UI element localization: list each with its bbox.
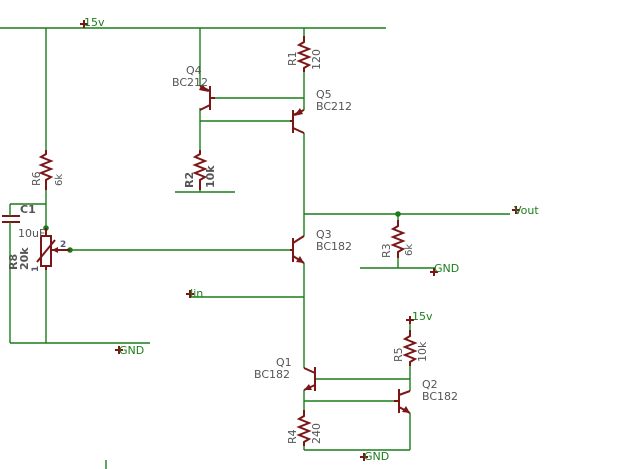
ground-symbol-left: [115, 346, 123, 354]
net-label-vout: Vout: [514, 204, 539, 217]
supply-symbol-top: [80, 20, 88, 28]
net-label-iin: Iin: [190, 287, 203, 300]
resistor-r2[interactable]: R2 10k: [183, 150, 217, 190]
r8-pin-1: 1: [31, 266, 41, 272]
net-label-gnd-r3: GND: [434, 262, 459, 275]
r4-value: 240: [310, 423, 323, 444]
net-label-15v-q2: 15v: [412, 310, 433, 323]
q1-ref: Q1: [276, 356, 292, 369]
r2-value: 10k: [204, 165, 217, 188]
input-symbol-iin: [186, 290, 194, 298]
potentiometer-r8[interactable]: R8 20k 2 1: [7, 228, 70, 272]
ground-symbol-bottom: [360, 453, 368, 461]
net-label-15v-top: 15v: [84, 16, 105, 29]
resistor-r1[interactable]: R1 120: [286, 36, 323, 72]
wires: [0, 27, 510, 469]
resistor-r6[interactable]: R6 6k: [30, 150, 65, 190]
output-symbol-vout: [512, 206, 520, 214]
q1-value: BC182: [254, 368, 290, 381]
capacitor-c1[interactable]: C1 10uF: [2, 203, 45, 240]
resistor-r3[interactable]: R3 6k: [380, 220, 415, 258]
supply-symbol-q2: [406, 316, 414, 324]
transistor-q5[interactable]: Q5 BC212: [290, 88, 352, 134]
r3-value: 6k: [404, 244, 415, 256]
r1-value: 120: [310, 49, 323, 70]
c1-value: 10uF: [18, 227, 45, 240]
r2-ref: R2: [183, 172, 196, 188]
transistor-q2[interactable]: Q2 BC182: [394, 378, 458, 414]
q3-ref: Q3: [316, 228, 332, 241]
net-label-gnd-left: GND: [119, 344, 144, 357]
r6-ref: R6: [30, 171, 43, 186]
q4-value: BC212: [172, 76, 208, 89]
r6-value: 6k: [54, 174, 65, 186]
r8-value: 20k: [18, 247, 31, 270]
resistor-r4[interactable]: R4 240: [286, 410, 323, 446]
q4-ref: Q4: [186, 64, 202, 77]
r4-ref: R4: [286, 429, 299, 444]
transistor-q1[interactable]: Q1 BC182: [254, 356, 316, 391]
ground-symbol-r3: [430, 268, 438, 276]
r1-ref: R1: [286, 51, 299, 66]
resistor-r5[interactable]: R5 10k: [392, 330, 429, 366]
c1-ref: C1: [20, 203, 36, 216]
r5-value: 10k: [416, 341, 429, 362]
r5-ref: R5: [392, 347, 405, 362]
q2-ref: Q2: [422, 378, 438, 391]
r8-ref: R8: [7, 254, 20, 270]
transistor-q3[interactable]: Q3 BC182: [290, 228, 352, 264]
transistor-q4[interactable]: Q4 BC212: [172, 64, 215, 111]
q2-value: BC182: [422, 390, 458, 403]
q5-value: BC212: [316, 100, 352, 113]
q5-ref: Q5: [316, 88, 332, 101]
r8-pin-2: 2: [60, 240, 66, 250]
net-label-gnd-bottom: GND: [364, 450, 389, 463]
q3-value: BC182: [316, 240, 352, 253]
r3-ref: R3: [380, 243, 393, 258]
